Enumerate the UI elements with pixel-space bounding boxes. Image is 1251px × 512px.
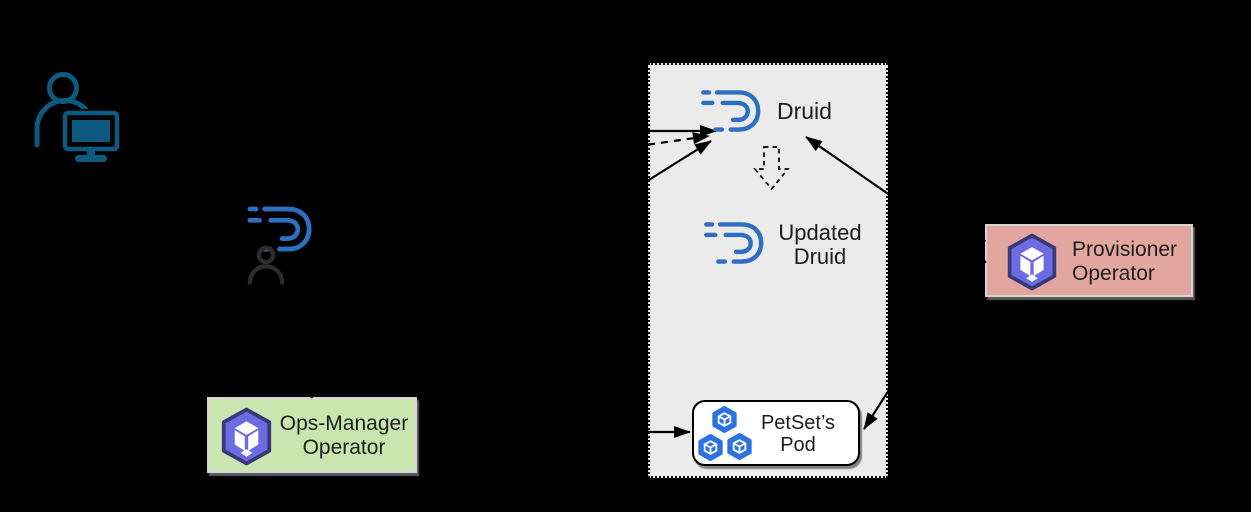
provisioner-operator-label: Provisioner Operator: [1072, 238, 1178, 285]
druid-logo-icon: [700, 218, 774, 268]
operator-icon: [1007, 233, 1057, 291]
user-at-computer-icon: [34, 72, 123, 162]
operator-icon: [218, 407, 275, 466]
pod-icon: [727, 433, 752, 460]
druid-logo-icon: [697, 86, 771, 136]
arrow-down-into-ops-manager: [269, 296, 314, 399]
pod-icon: [698, 434, 723, 461]
pod-icon: [712, 406, 737, 433]
petset-pod-label: PetSet’s Pod: [760, 412, 836, 456]
provisioner-operator-box: Provisioner Operator: [985, 224, 1193, 297]
druid-label: Druid: [777, 98, 832, 124]
ops-manager-operator-label: Ops-Manager Operator: [279, 412, 409, 459]
updated-druid-label: Updated Druid: [778, 220, 862, 269]
person-icon: [247, 244, 285, 285]
ops-manager-operator-box: Ops-Manager Operator: [207, 397, 417, 473]
